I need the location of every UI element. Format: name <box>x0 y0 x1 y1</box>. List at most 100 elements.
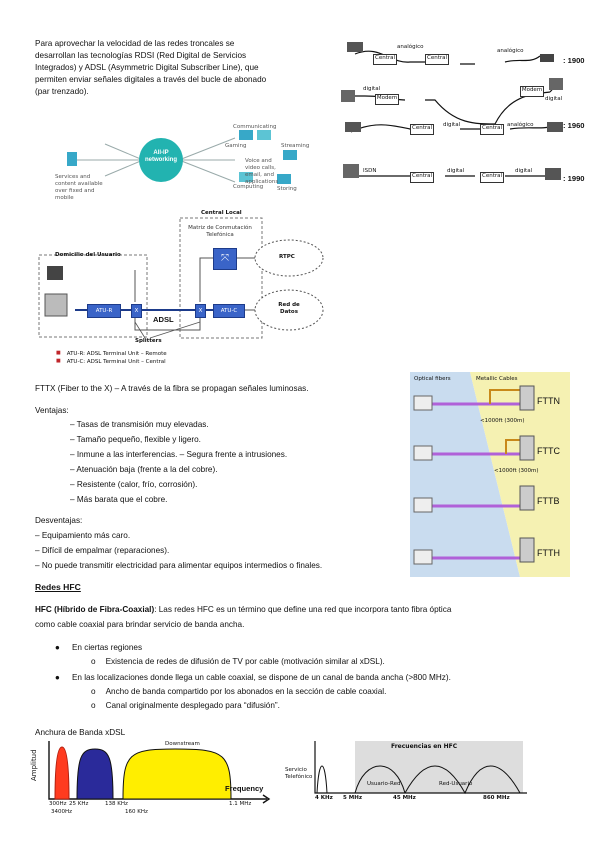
datos-label: Red de Datos <box>278 302 300 315</box>
xdsl-plot <box>48 741 271 804</box>
upstream-label: Upstream <box>83 741 110 747</box>
allip-figure: All-IP networking Services and content a… <box>55 124 320 201</box>
fttx-figure: Optical fibers Metallic Cables <1000ft (… <box>410 372 570 577</box>
allip-item: Communicating <box>233 124 277 130</box>
digital-label: digital <box>515 168 533 174</box>
allip-item: Gaming <box>225 143 247 149</box>
switch-icon: ⤧ <box>213 248 237 270</box>
xdsl-xlabel: Frequency <box>225 784 264 793</box>
xdsl-spectrum: Amplitud Frequency POTS Upstream Downstr… <box>30 737 275 817</box>
desventaja-item: – Difícil de empalmar (reparaciones). <box>35 546 170 555</box>
fttx-background <box>410 372 570 577</box>
analog-label: analógico <box>497 48 524 54</box>
distance-label: <1000ft (300m) <box>494 468 539 474</box>
hfc-freq-figure: Frecuencias en HFC Servicio Telefónico U… <box>285 737 530 807</box>
bullet-text: En las localizaciones donde llega un cab… <box>71 673 451 682</box>
intro-line: (par trenzado). <box>35 87 89 96</box>
allip-left-caption: Services and content available over fixe… <box>55 174 103 201</box>
up-label: Usuario-Red <box>367 781 401 787</box>
hfc-tick: 45 MHz <box>393 795 416 801</box>
xdsl-tick: 138 KHz <box>105 801 128 807</box>
fttx-type: FTTN <box>537 396 560 406</box>
hfc-def-bold: HFC (Híbrido de Fibra-Coaxial) <box>35 605 155 614</box>
ventaja-item: – Tasas de transmisión muy elevadas. <box>70 420 209 429</box>
splitters-label: Splitters <box>135 338 162 344</box>
allip-right-caption: Voice and video calls, email, and applic… <box>245 158 279 185</box>
central-box: Central <box>410 172 434 183</box>
bullet-item: ●En ciertas regiones <box>55 643 143 652</box>
fttx-type: FTTC <box>537 446 560 456</box>
isdn-label: ISDN <box>363 168 377 174</box>
ventaja-item: – Más barata que el cobre. <box>70 495 168 504</box>
metallic-label: Metallic Cables <box>476 376 518 382</box>
central-box: Central <box>480 172 504 183</box>
hfc-def-rest: : Las redes HFC es un término que define… <box>154 605 452 614</box>
optical-label: Optical fibers <box>414 376 451 382</box>
hfc-tick: 860 MHz <box>483 795 510 801</box>
hfc-definition: HFC (Híbrido de Fibra-Coaxial): Las rede… <box>35 604 575 631</box>
desventajas-label: Desventajas: <box>35 516 83 525</box>
allip-connectors <box>67 130 297 184</box>
xdsl-tick: 3400Hz <box>51 809 73 815</box>
hfc-freq-plot <box>314 741 527 795</box>
hfc-def-line2: como cable coaxial para brindar servicio… <box>35 620 245 629</box>
hfc-heading: Redes HFC <box>35 582 81 592</box>
central-box: Central <box>425 54 449 65</box>
sub-bullet-text: Canal originalmente desplegado para “dif… <box>105 701 280 710</box>
central-box: Central <box>410 124 434 135</box>
modem-box: Modem <box>375 94 399 105</box>
ventaja-item: – Tamaño pequeño, flexible y ligero. <box>70 435 201 444</box>
xdsl-tick: 25 KHz <box>69 801 89 807</box>
adsl-lines <box>38 217 324 339</box>
bullet-item: ●En las localizaciones donde llega un ca… <box>55 673 451 682</box>
digital-label: digital <box>447 168 465 174</box>
central-box: Central <box>373 54 397 65</box>
adsl-diagram: Domicilio del Usuario Central Local Matr… <box>35 210 335 360</box>
down-label: Red-Usuario <box>439 781 473 787</box>
network-evolution-figure: Central Central analógico analógico : 19… <box>335 34 585 206</box>
downstream-label: Downstream <box>165 741 200 747</box>
central-label: Central Local <box>201 210 242 216</box>
servicio-label: Servicio Telefónico <box>285 767 313 780</box>
fttx-type: FTTH <box>537 548 560 558</box>
home-label: Domicilio del Usuario <box>55 252 121 258</box>
rtpc-label: RTPC <box>279 254 295 260</box>
desventaja-item: – No puede transmitir electricidad para … <box>35 561 323 570</box>
xdsl-tick: 160 KHz <box>125 809 148 815</box>
intro-paragraph: Para aprovechar la velocidad de las rede… <box>35 38 335 98</box>
xdsl-tick: 1.1 MHz <box>229 801 252 807</box>
allip-item: Computing <box>233 184 264 190</box>
ventajas-label: Ventajas: <box>35 406 69 415</box>
xdsl-caption: Anchura de Banda xDSL <box>35 728 126 737</box>
allip-center-label: All-IP networking <box>144 150 177 163</box>
sub-bullet-text: Ancho de banda compartido por los abonad… <box>105 687 387 696</box>
xdsl-ylabel: Amplitud <box>30 749 38 781</box>
year-label: : 1990 <box>563 174 585 183</box>
desventajas-list: – Equipamiento más caro. – Difícil de em… <box>35 530 405 572</box>
intro-line: desarrollan las tecnologías RDSI (Red Di… <box>35 51 247 60</box>
distance-label: <1000ft (300m) <box>480 418 525 424</box>
pots-label: POTS <box>55 739 70 745</box>
adsl-label: ADSL <box>153 315 174 324</box>
ventajas-list: – Tasas de transmisión muy elevadas. – T… <box>70 419 370 506</box>
legend-item: ATU-R: ADSL Terminal Unit – Remote <box>56 350 167 358</box>
modem-box: Modem <box>520 86 544 97</box>
central-box: Central <box>480 124 504 135</box>
allip-item: Storing <box>277 186 297 192</box>
adsl-legend: ATU-R: ADSL Terminal Unit – Remote ATU-C… <box>56 350 167 366</box>
analog-label: analógico <box>397 44 424 50</box>
atur-box: ATU-R <box>87 304 121 318</box>
hfc-tick: 4 KHz <box>315 795 333 801</box>
xdsl-tick: 300Hz <box>49 801 67 807</box>
hfc-tick: 5 MHz <box>343 795 363 801</box>
hfc-freq-title: Frecuencias en HFC <box>391 743 458 750</box>
desventaja-item: – Equipamiento más caro. <box>35 531 131 540</box>
splitter-box: X <box>195 304 206 318</box>
matrix-label: Matriz de Conmutación Telefónica <box>188 225 252 238</box>
ventaja-item: – Inmune a las interferencias. – Segura … <box>70 450 288 459</box>
fttx-title: FTTX (Fiber to the X) – A través de la f… <box>35 384 309 393</box>
